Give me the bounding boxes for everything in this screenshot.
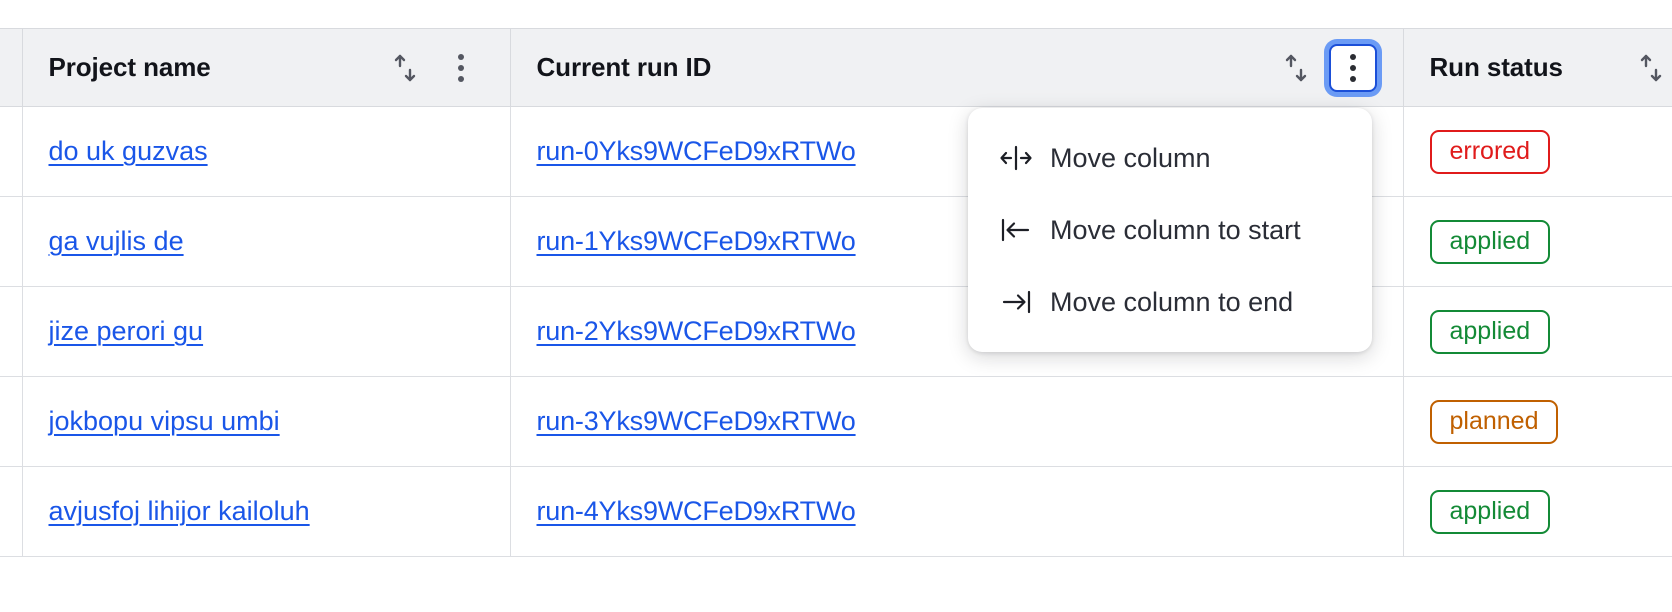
cell-run-status: applied <box>1403 286 1672 377</box>
run-id-link[interactable]: run-4Yks9WCFeD9xRTWo <box>536 496 856 526</box>
cell-project-name: do uk guzvas <box>22 106 511 197</box>
column-header-label-current-run-id: Current run ID <box>536 52 712 82</box>
column-header-select <box>0 28 23 107</box>
status-badge: applied <box>1429 309 1551 354</box>
table-row[interactable]: jokbopu vipsu umbi run-3Yks9WCFeD9xRTWo … <box>0 376 1672 467</box>
table-header: Project name <box>0 28 1672 107</box>
sort-updown-icon-run-status[interactable] <box>1628 45 1672 91</box>
run-id-link[interactable]: run-1Yks9WCFeD9xRTWo <box>536 226 856 256</box>
status-badge: planned <box>1429 399 1559 444</box>
column-options-menu: Move column Move column to start Move co… <box>968 108 1372 352</box>
menu-item-move-column-to-start[interactable]: Move column to start <box>968 194 1372 266</box>
menu-item-label: Move column to start <box>1050 214 1301 245</box>
row-select-cell[interactable] <box>0 196 23 287</box>
sort-updown-icon <box>1637 52 1665 84</box>
project-name-link[interactable]: jize perori gu <box>48 316 204 346</box>
row-select-cell[interactable] <box>0 106 23 197</box>
table-header-row: Project name <box>0 28 1672 107</box>
sort-updown-icon <box>1282 52 1310 84</box>
move-column-icon <box>1000 144 1038 172</box>
menu-item-label: Move column <box>1050 142 1211 173</box>
cell-project-name: jize perori gu <box>22 286 511 377</box>
table-row[interactable]: ga vujlis de run-1Yks9WCFeD9xRTWo applie… <box>0 196 1672 287</box>
cell-current-run-id: run-3Yks9WCFeD9xRTWo <box>510 376 1404 467</box>
cell-run-status: applied <box>1403 196 1672 287</box>
cell-current-run-id: run-4Yks9WCFeD9xRTWo <box>510 466 1404 557</box>
project-name-link[interactable]: ga vujlis de <box>48 226 184 256</box>
column-header-label-project-name: Project name <box>48 52 211 82</box>
column-header-run-status[interactable]: Run status <box>1403 28 1672 107</box>
cell-run-status: planned <box>1403 376 1672 467</box>
sort-updown-icon-current-run-id[interactable] <box>1273 45 1319 91</box>
row-select-cell[interactable] <box>0 286 23 377</box>
cell-run-status: errored <box>1403 106 1672 197</box>
menu-item-label: Move column to end <box>1050 286 1294 317</box>
kebab-menu-icon-current-run-id[interactable] <box>1328 43 1377 92</box>
cell-project-name: avjusfoj lihijor kailoluh <box>22 466 511 557</box>
sort-updown-icon <box>391 52 419 84</box>
table-body: do uk guzvas run-0Yks9WCFeD9xRTWo errore… <box>0 106 1672 557</box>
column-header-project-name[interactable]: Project name <box>22 28 511 107</box>
project-name-link[interactable]: avjusfoj lihijor kailoluh <box>48 496 310 526</box>
menu-item-move-column[interactable]: Move column <box>968 122 1372 194</box>
status-badge: errored <box>1429 129 1551 174</box>
table-row[interactable]: do uk guzvas run-0Yks9WCFeD9xRTWo errore… <box>0 106 1672 197</box>
move-to-end-icon <box>1000 288 1038 316</box>
cell-run-status: applied <box>1403 466 1672 557</box>
column-header-current-run-id[interactable]: Current run ID <box>510 28 1404 107</box>
run-id-link[interactable]: run-2Yks9WCFeD9xRTWo <box>536 316 856 346</box>
move-to-start-icon <box>1000 216 1038 244</box>
page-top-strip <box>0 0 1672 28</box>
status-badge: applied <box>1429 489 1551 534</box>
table-row[interactable]: jize perori gu run-2Yks9WCFeD9xRTWo appl… <box>0 286 1672 377</box>
cell-project-name: ga vujlis de <box>22 196 511 287</box>
run-id-link[interactable]: run-0Yks9WCFeD9xRTWo <box>536 136 856 166</box>
project-name-link[interactable]: do uk guzvas <box>48 136 208 166</box>
sort-updown-icon-project-name[interactable] <box>382 45 428 91</box>
status-badge: applied <box>1429 219 1551 264</box>
table-row[interactable]: avjusfoj lihijor kailoluh run-4Yks9WCFeD… <box>0 466 1672 557</box>
kebab-menu-icon <box>1349 53 1356 82</box>
menu-item-move-column-to-end[interactable]: Move column to end <box>968 266 1372 338</box>
kebab-menu-icon-project-name[interactable] <box>438 45 484 91</box>
kebab-menu-icon <box>457 53 464 82</box>
row-select-cell[interactable] <box>0 376 23 467</box>
row-select-cell[interactable] <box>0 466 23 557</box>
column-header-label-run-status: Run status <box>1429 52 1563 82</box>
project-name-link[interactable]: jokbopu vipsu umbi <box>48 406 280 436</box>
run-id-link[interactable]: run-3Yks9WCFeD9xRTWo <box>536 406 856 436</box>
projects-table: Project name <box>0 28 1672 557</box>
cell-project-name: jokbopu vipsu umbi <box>22 376 511 467</box>
